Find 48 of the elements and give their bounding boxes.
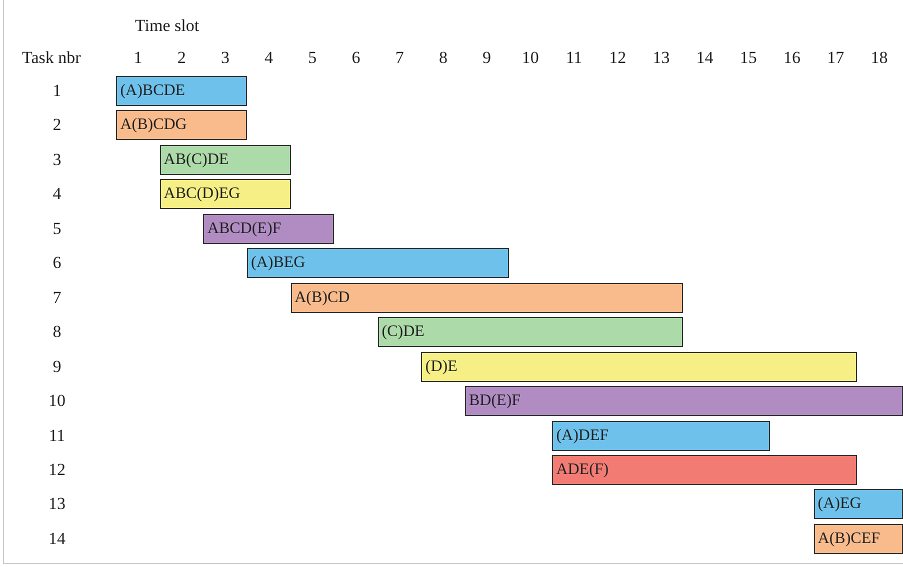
task-number: 7 [52,288,62,308]
task-bar: (A)EG [814,489,903,520]
time-slot-number: 3 [220,48,230,68]
time-slot-number: 11 [564,48,584,68]
task-bar: (A)BEG [247,248,509,278]
task-bar: (C)DE [378,317,683,348]
task-number: 6 [52,253,62,274]
time-slot-number: 9 [482,48,492,68]
task-number: 13 [48,494,66,514]
task-bar: (A)BCDE [116,76,247,106]
task-number: 3 [52,150,62,170]
task-bar: A(B)CDG [116,110,247,140]
task-bar: (D)E [421,352,858,382]
task-bar: ABC(D)EG [160,179,291,210]
time-slot-number: 17 [826,48,846,68]
task-number: 4 [52,184,62,204]
time-slot-number: 18 [870,48,889,68]
task-number: 11 [48,426,66,446]
task-bar: A(B)CD [290,282,683,313]
time-slot-number: 12 [608,48,628,68]
task-number: 8 [52,322,62,342]
axis-title: Time slot [135,16,200,36]
task-bar: BD(E)F [465,386,903,416]
time-slot-number: 5 [307,48,318,68]
task-bar: A(B)CEF [814,524,903,554]
task-number: 12 [48,460,66,480]
time-slot-number: 6 [350,48,362,68]
task-number: 10 [48,391,66,412]
time-slot-number: 14 [695,48,714,68]
time-slot-number: 16 [782,48,802,68]
task-number: 1 [52,81,62,101]
task-bar: ADE(F) [552,454,858,485]
time-slot-number: 1 [132,48,144,68]
task-bar: ABCD(E)F [203,214,334,244]
time-slot-number: 2 [176,48,187,68]
axis-title: Task nbr [22,48,81,68]
time-slot-number: 7 [394,48,405,68]
time-slot-number: 8 [438,48,448,68]
time-slot-number: 13 [652,48,671,68]
task-number: 14 [48,528,66,549]
time-slot-number: 10 [520,48,540,68]
task-number: 5 [52,218,62,239]
task-number: 2 [52,115,62,136]
task-bar: AB(C)DE [160,144,291,175]
task-number: 9 [52,356,62,377]
task-bar: (A)DEF [552,420,770,450]
time-slot-number: 4 [264,48,274,68]
time-slot-number: 15 [738,48,758,68]
